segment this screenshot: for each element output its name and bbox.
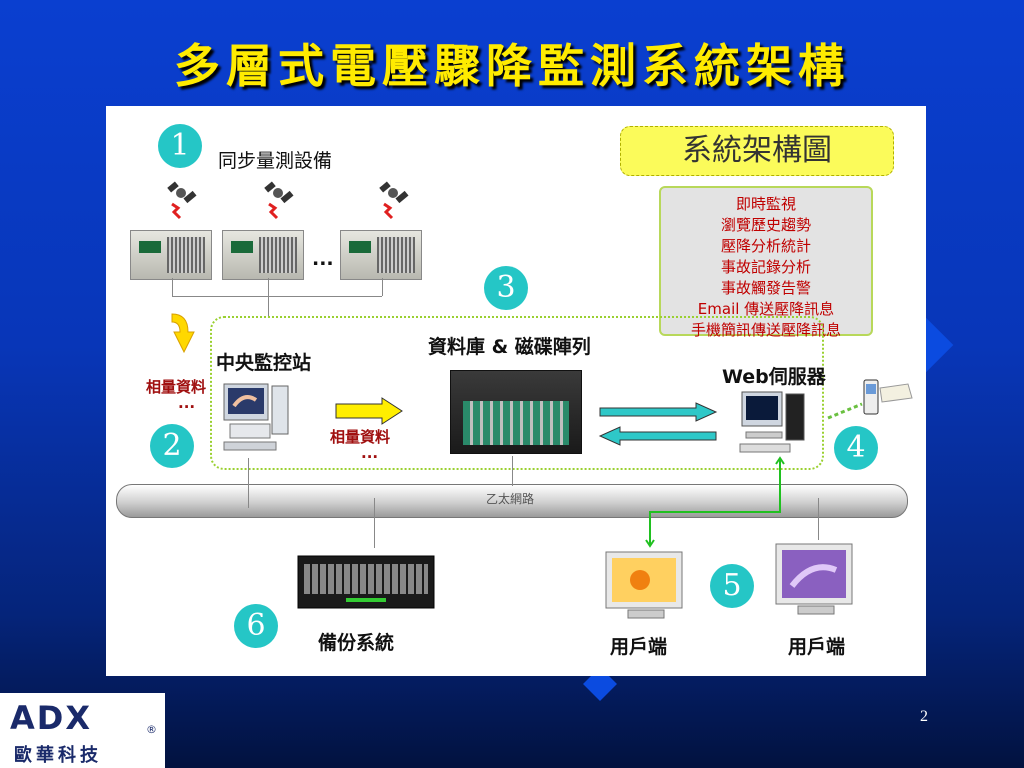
more-devices-ellipsis: ... [312,248,334,270]
database-label: 資料庫 & 磁碟陣列 [428,336,591,358]
connector-line [374,498,375,548]
connector-line [382,278,383,296]
phasor-data-label-mid: 相量資料 [330,428,391,446]
phasor-data-more-mid: ... [361,444,379,462]
feature-item: 瀏覽歷史趨勢 [720,216,811,234]
client-label-2: 用戶端 [788,636,846,658]
satellite-icon [264,181,294,220]
connector-line [512,456,513,486]
disk-array-server [450,370,582,454]
client-label-1: 用戶端 [610,636,668,658]
feature-item: Email 傳送壓降訊息 [697,300,835,318]
logo-registered: ® [146,723,157,736]
slide-title: 多層式電壓驟降監測系統架構 [174,39,850,93]
yellow-down-arrow [171,313,195,354]
central-station-label: 中央監控站 [216,352,312,374]
feature-list: 即時監視 瀏覽歷史趨勢 壓降分析統計 事故記錄分析 事故觸發告警 Email 傳… [659,186,873,339]
system-diagram-title: 系統架構圖 [620,126,894,176]
web-server-label: Web伺服器 [722,366,826,388]
measurement-device [130,230,212,280]
step-number-2: 2 [150,424,194,468]
backup-storage-icon [297,555,435,609]
connector-line [818,498,819,540]
satellite-icon [167,181,197,220]
web-client-link [645,456,785,548]
workstation-computer-icon [223,383,289,451]
ethernet-label: 乙太網路 [486,492,535,506]
client-monitor-icon [775,543,853,615]
architecture-diagram: 系統架構圖 即時監視 瀏覽歷史趨勢 壓降分析統計 事故記錄分析 事故觸發告警 E… [106,106,926,676]
feature-item: 壓降分析統計 [720,237,811,255]
measurement-device [222,230,304,280]
step-number-1: 1 [158,124,202,168]
step-number-5: 5 [710,564,754,608]
logo-mark: ADX [10,699,92,737]
phasor-data-more-left: ... [178,394,196,412]
feature-item: 即時監視 [735,195,796,213]
yellow-right-arrow [335,397,403,425]
feature-item: 事故觸發告警 [720,279,811,297]
company-logo: ADX ® 歐華科技 [0,693,165,768]
connector-line [172,278,173,296]
measurement-device [340,230,422,280]
web-server-computer-icon [739,391,805,453]
sync-device-label: 同步量測設備 [218,150,333,172]
company-name: 歐華科技 [14,745,102,766]
feature-item: 手機簡訊傳送壓降訊息 [690,321,841,339]
satellite-icon [379,181,409,220]
bidirectional-arrows [598,402,718,446]
connector-line [172,296,382,297]
step-number-6: 6 [234,604,278,648]
connector-line [248,458,249,508]
monitoring-zone [210,316,824,470]
connector-line [268,278,269,318]
step-number-4: 4 [834,426,878,470]
feature-item: 事故記錄分析 [720,258,811,276]
client-monitor-icon [605,551,683,619]
phasor-data-label-left: 相量資料 [146,378,207,396]
backup-system-label: 備份系統 [318,632,395,654]
mobile-phone-icon [827,379,913,420]
step-number-3: 3 [484,266,528,310]
page-number: 2 [920,708,928,725]
